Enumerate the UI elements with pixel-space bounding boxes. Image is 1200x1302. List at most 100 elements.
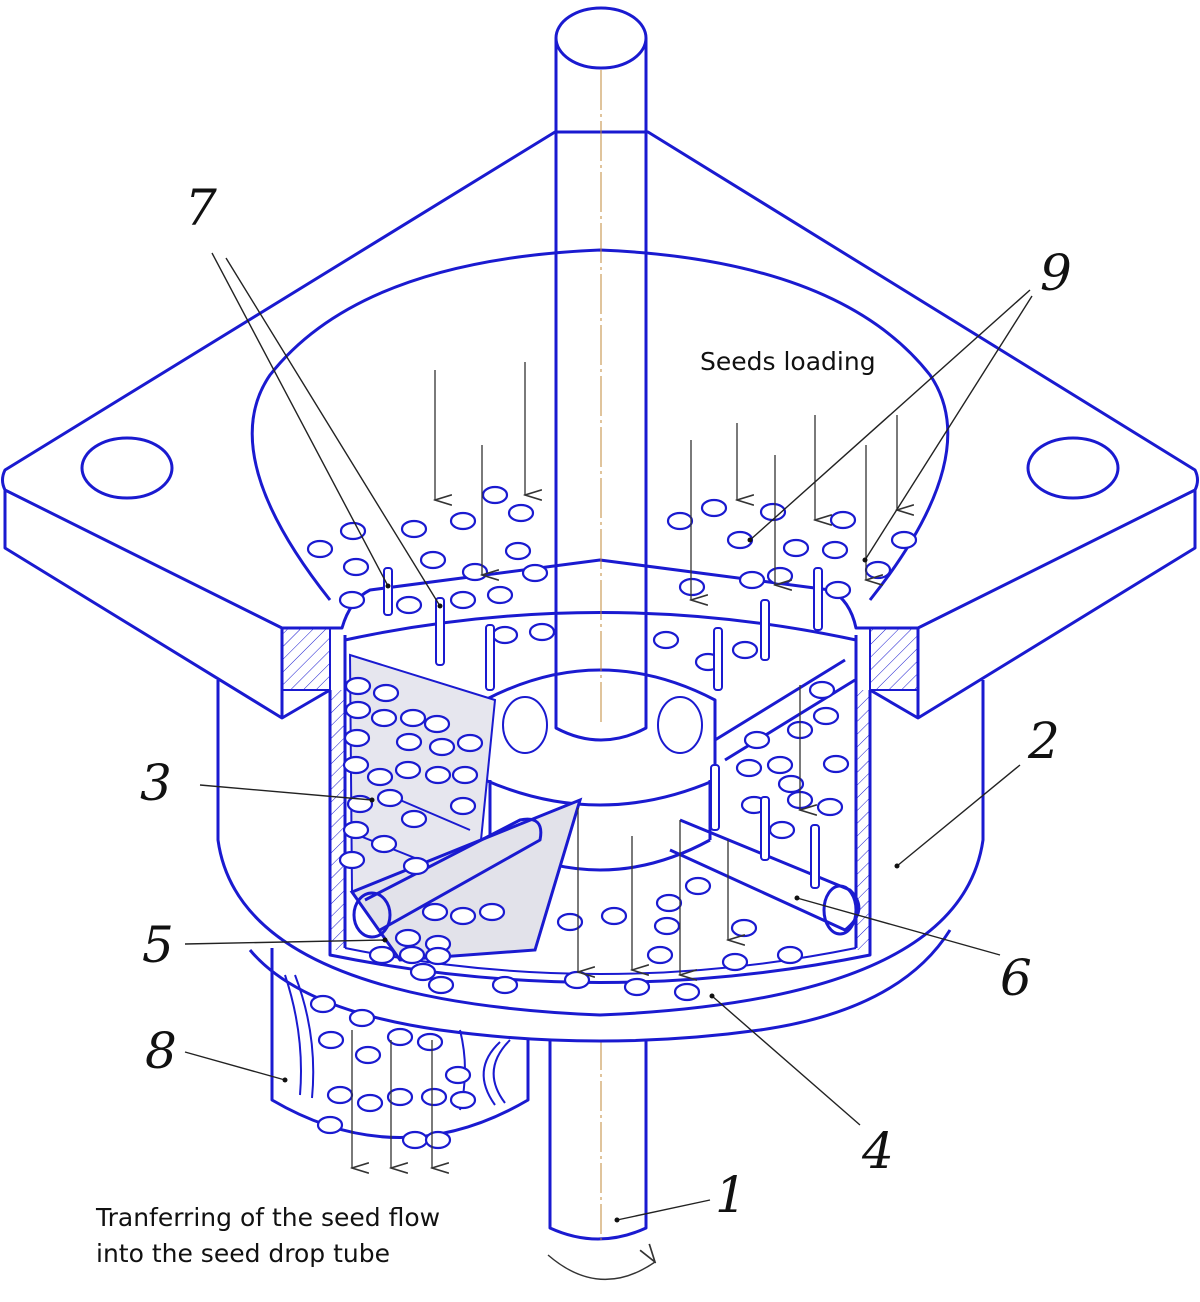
seed bbox=[491, 625, 519, 645]
seed bbox=[776, 945, 804, 965]
seed bbox=[491, 975, 519, 995]
shaft-lower bbox=[547, 1040, 655, 1280]
seed bbox=[822, 754, 850, 774]
label-5: 5 bbox=[142, 916, 174, 974]
seed bbox=[449, 590, 477, 610]
pin bbox=[485, 624, 495, 691]
seed bbox=[338, 850, 366, 870]
seed bbox=[673, 982, 701, 1002]
seed bbox=[782, 538, 810, 558]
seed bbox=[653, 916, 681, 936]
seed bbox=[768, 820, 796, 840]
seed bbox=[339, 521, 367, 541]
seed bbox=[766, 566, 794, 586]
seed bbox=[735, 758, 763, 778]
seed bbox=[816, 797, 844, 817]
seed bbox=[730, 918, 758, 938]
seed bbox=[824, 580, 852, 600]
seed bbox=[678, 577, 706, 597]
inner-chamber bbox=[328, 611, 872, 984]
seed bbox=[829, 510, 857, 530]
seed bbox=[623, 977, 651, 997]
seed bbox=[395, 595, 423, 615]
seed bbox=[449, 1090, 477, 1110]
seed bbox=[449, 796, 477, 816]
seed bbox=[481, 485, 509, 505]
seed bbox=[343, 728, 371, 748]
label-4: 4 bbox=[861, 1122, 894, 1180]
flow-arrow-group bbox=[352, 362, 897, 1168]
seed bbox=[700, 498, 728, 518]
seed bbox=[394, 760, 422, 780]
pin bbox=[813, 567, 823, 631]
label-6: 6 bbox=[1000, 949, 1032, 1007]
seed bbox=[316, 1115, 344, 1135]
caption-transfer-line2: into the seed drop tube bbox=[96, 1239, 390, 1268]
seed bbox=[386, 1087, 414, 1107]
seed bbox=[528, 622, 556, 642]
seed bbox=[563, 970, 591, 990]
seed bbox=[864, 560, 892, 580]
seed bbox=[666, 511, 694, 531]
seed bbox=[419, 550, 447, 570]
pin bbox=[383, 567, 393, 616]
seed bbox=[743, 730, 771, 750]
label-3: 3 bbox=[140, 754, 172, 812]
label-2: 2 bbox=[1027, 712, 1060, 770]
pin bbox=[810, 824, 820, 889]
label-7: 7 bbox=[185, 179, 217, 237]
seed bbox=[370, 834, 398, 854]
seed bbox=[420, 1087, 448, 1107]
seed bbox=[370, 708, 398, 728]
seed bbox=[395, 732, 423, 752]
seed bbox=[507, 503, 535, 523]
seed bbox=[344, 700, 372, 720]
pin-group bbox=[383, 567, 823, 889]
seed bbox=[504, 541, 532, 561]
seed bbox=[731, 640, 759, 660]
seed bbox=[372, 683, 400, 703]
pin bbox=[713, 627, 723, 691]
seed bbox=[342, 557, 370, 577]
seed bbox=[478, 902, 506, 922]
seed bbox=[890, 530, 918, 550]
seed bbox=[342, 755, 370, 775]
seed bbox=[600, 906, 628, 926]
seed bbox=[428, 737, 456, 757]
seed bbox=[344, 676, 372, 696]
seed bbox=[400, 809, 428, 829]
seed bbox=[451, 765, 479, 785]
shaft-upper bbox=[502, 6, 703, 754]
seed bbox=[423, 714, 451, 734]
caption-seeds-loading: Seeds loading bbox=[700, 347, 876, 376]
seed bbox=[449, 906, 477, 926]
seed bbox=[386, 1027, 414, 1047]
seed bbox=[652, 630, 680, 650]
seed bbox=[399, 708, 427, 728]
seed bbox=[449, 511, 477, 531]
seed bbox=[338, 590, 366, 610]
seed bbox=[444, 1065, 472, 1085]
seed bbox=[356, 1093, 384, 1113]
label-1: 1 bbox=[715, 1166, 747, 1224]
pin bbox=[760, 599, 770, 661]
seed bbox=[521, 563, 549, 583]
seed bbox=[348, 1008, 376, 1028]
seed bbox=[655, 893, 683, 913]
seed bbox=[306, 539, 334, 559]
seed bbox=[394, 928, 422, 948]
seed bbox=[486, 585, 514, 605]
pin bbox=[710, 764, 720, 831]
seed bbox=[400, 519, 428, 539]
pin bbox=[760, 796, 770, 861]
seed bbox=[766, 755, 794, 775]
seed bbox=[416, 1032, 444, 1052]
seed bbox=[812, 706, 840, 726]
seed bbox=[738, 570, 766, 590]
seed bbox=[721, 952, 749, 972]
seed bbox=[376, 788, 404, 808]
leader-lines bbox=[184, 252, 1033, 1223]
seed bbox=[366, 767, 394, 787]
